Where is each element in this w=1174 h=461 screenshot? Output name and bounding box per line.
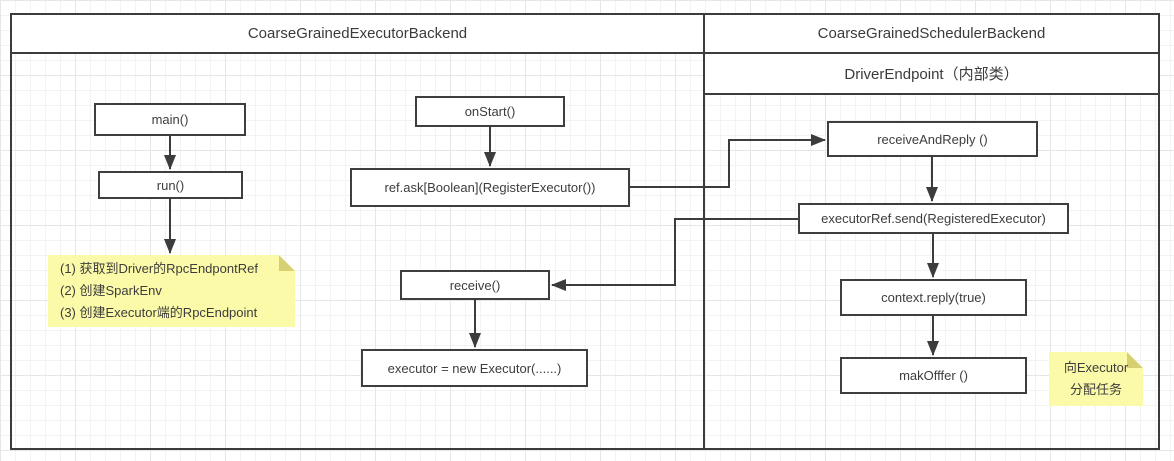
panel-driver-endpoint-title: DriverEndpoint（内部类） [705, 54, 1158, 95]
node-run: run() [98, 171, 243, 199]
node-receive: receive() [400, 270, 550, 300]
node-label: main() [151, 112, 189, 127]
sticky-note-executor-init-steps: (1) 获取到Driver的RpcEndpontRef (2) 创建SparkEn… [48, 255, 295, 327]
node-label: executor = new Executor(......) [387, 360, 562, 376]
node-main: main() [94, 103, 246, 136]
node-mak-offer: makOfffer () [840, 357, 1027, 394]
note-line: (3) 创建Executor端的RpcEndpoint [60, 305, 258, 320]
panel-scheduler-backend: CoarseGrainedSchedulerBackend DriverEndp… [703, 13, 1160, 450]
panel-scheduler-backend-title: CoarseGrainedSchedulerBackend [705, 15, 1158, 54]
node-onstart: onStart() [415, 96, 565, 127]
note-line: (2) 创建SparkEnv [60, 283, 162, 298]
node-label: executorRef.send(RegisteredExecutor) [821, 211, 1046, 226]
node-new-executor: executor = new Executor(......) [361, 349, 588, 387]
sticky-note-assign-tasks: 向Executor 分配任务 [1049, 352, 1143, 406]
note-text: 向Executor 分配任务 [1051, 357, 1141, 401]
node-label: receiveAndReply () [877, 131, 988, 147]
node-receive-and-reply: receiveAndReply () [827, 121, 1038, 157]
node-label: ref.ask[Boolean](RegisterExecutor()) [384, 180, 596, 195]
node-label: run() [156, 177, 185, 193]
node-label: makOfffer () [899, 368, 968, 383]
node-label: onStart() [464, 104, 516, 119]
note-line: 分配任务 [1069, 382, 1122, 397]
note-line: (1) 获取到Driver的RpcEndpontRef [60, 261, 258, 276]
panel-executor-backend: CoarseGrainedExecutorBackend [10, 13, 705, 450]
panel-executor-backend-title: CoarseGrainedExecutorBackend [12, 15, 703, 54]
node-label: receive() [449, 277, 501, 293]
node-executor-ref-send: executorRef.send(RegisteredExecutor) [798, 203, 1069, 234]
note-text: (1) 获取到Driver的RpcEndpontRef (2) 创建SparkEn… [60, 258, 289, 324]
node-ref-ask: ref.ask[Boolean](RegisterExecutor()) [350, 168, 630, 207]
note-line: 向Executor [1063, 360, 1129, 375]
node-context-reply: context.reply(true) [840, 279, 1027, 316]
node-label: context.reply(true) [881, 290, 986, 305]
